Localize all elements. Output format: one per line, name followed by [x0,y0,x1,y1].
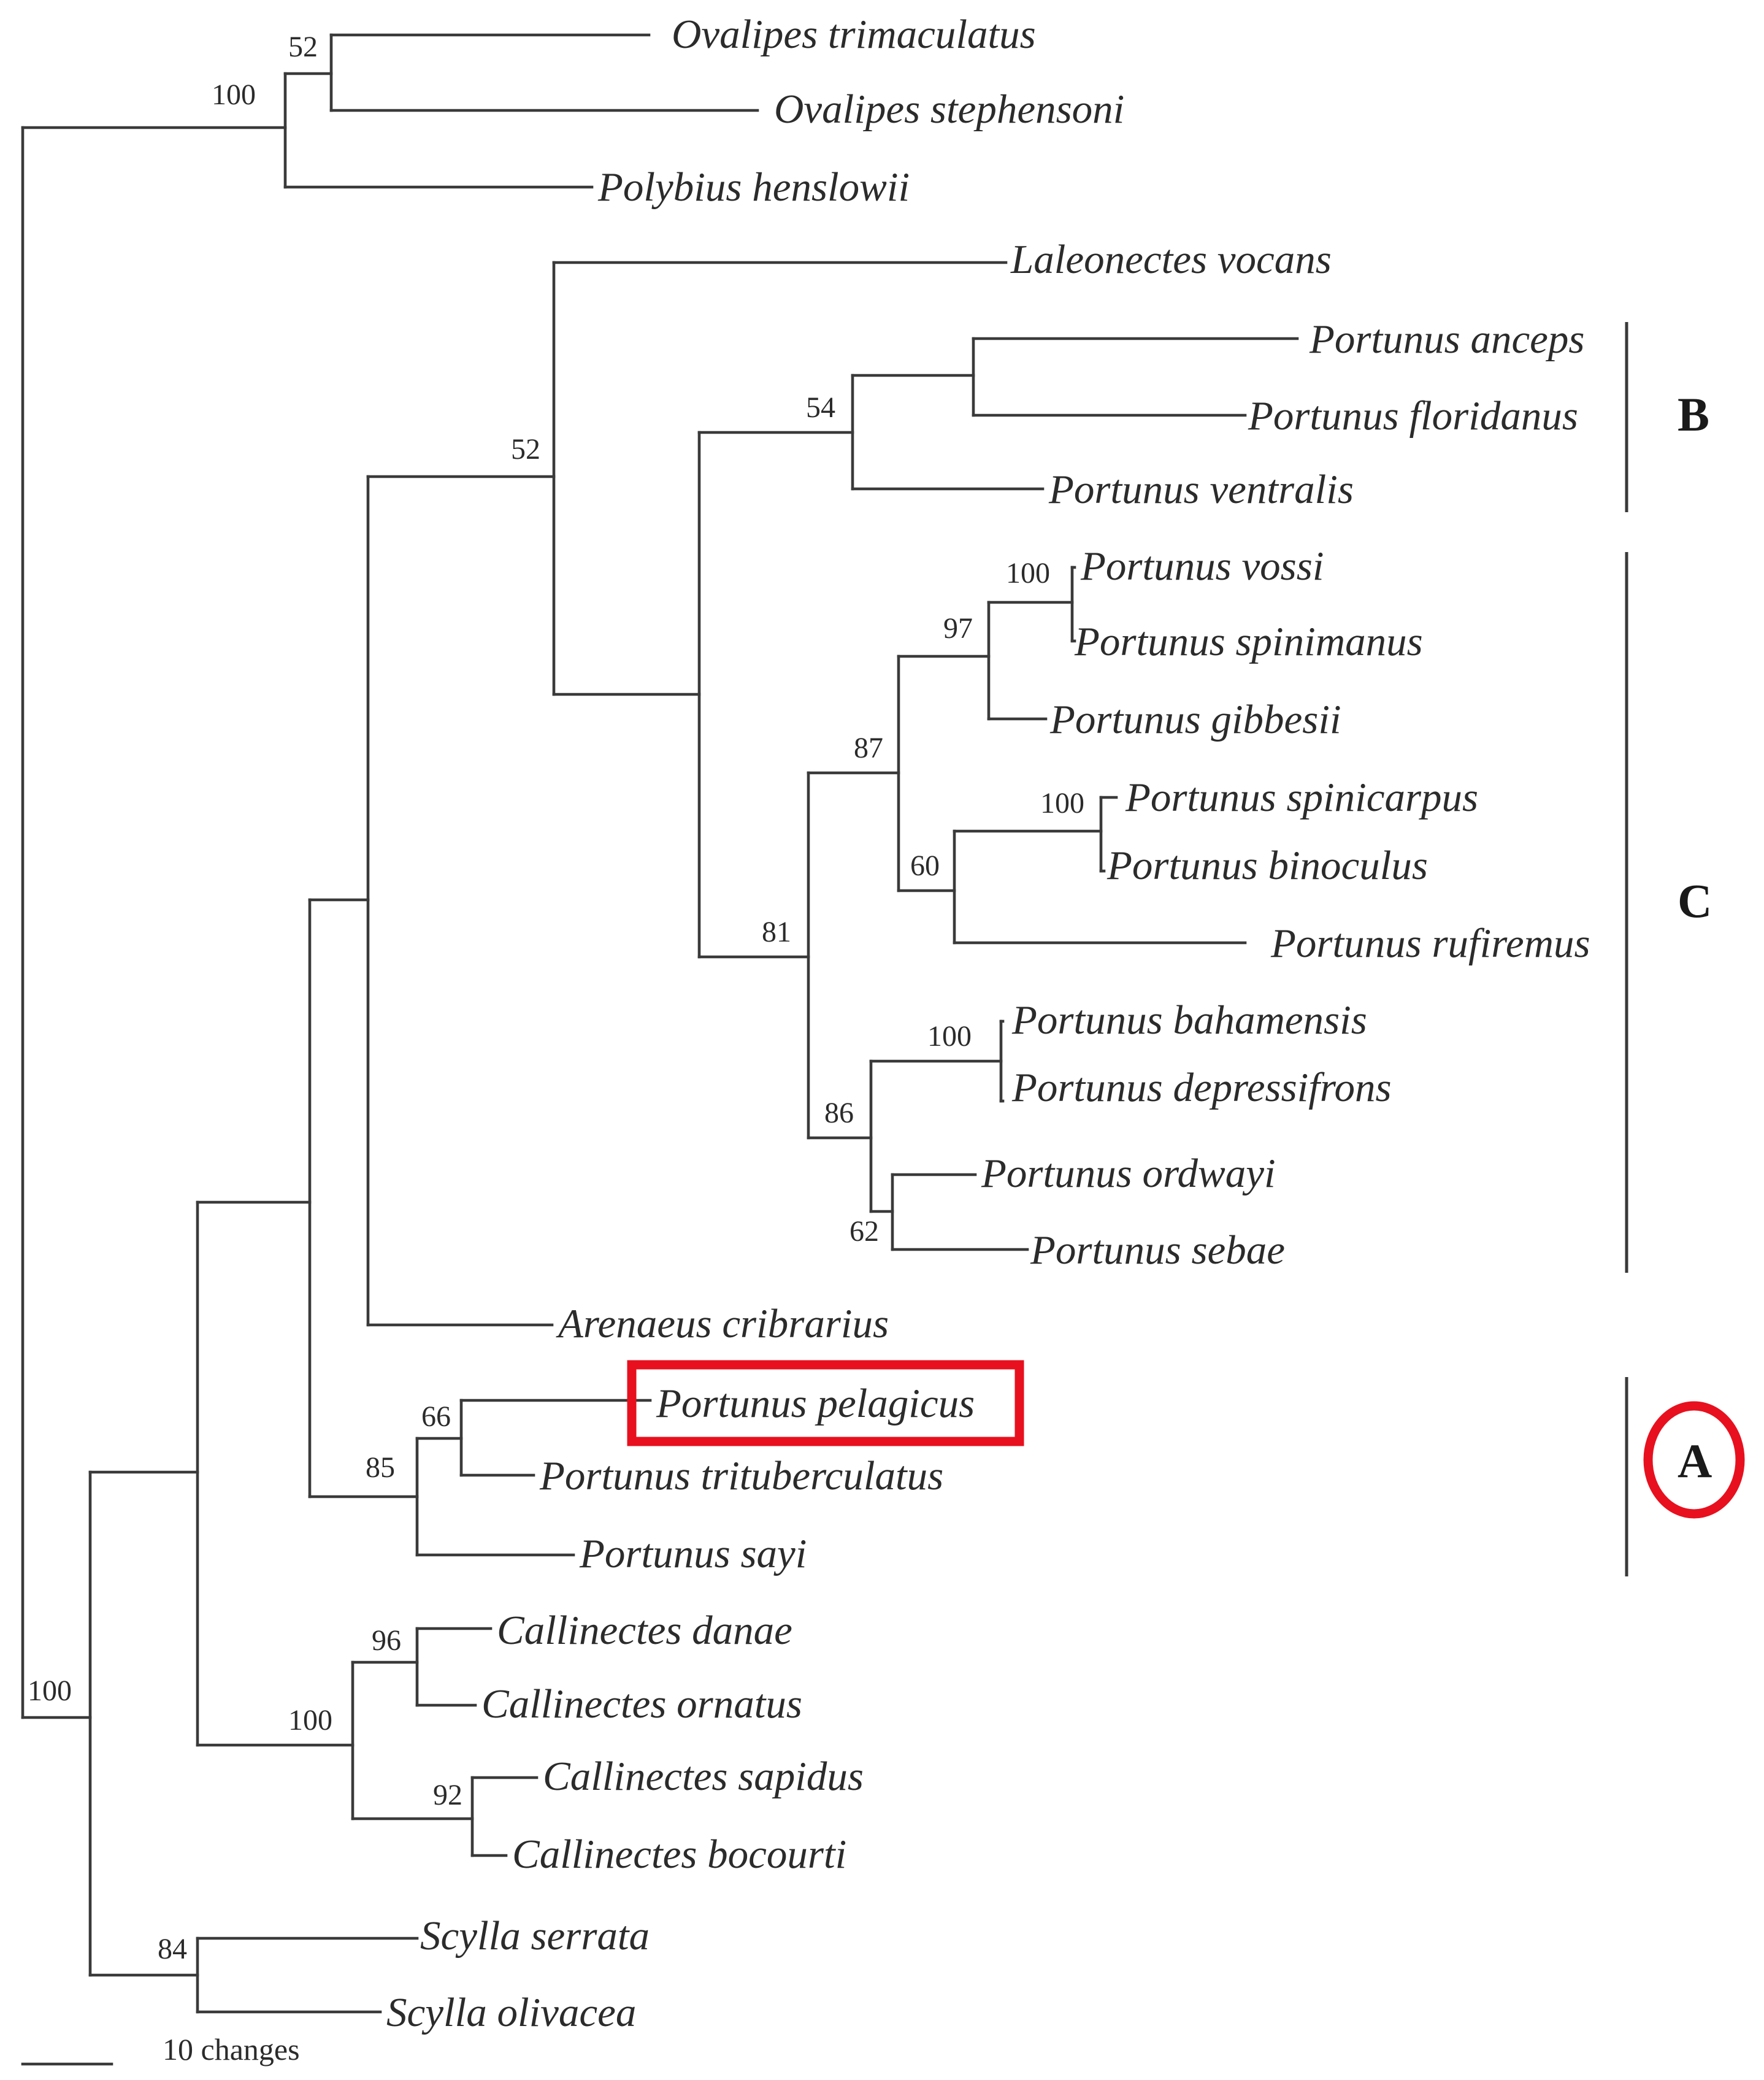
taxon-label: Portunus floridanus [1248,393,1578,439]
taxon-label: Portunus spinicarpus [1125,775,1478,820]
support-value: 92 [433,1779,462,1811]
taxon-label: Portunus pelagicus [656,1381,975,1426]
tree-branches [21,33,1299,2014]
highlight-circle [1643,1401,1745,1519]
taxon-label: Portunus vossi [1080,543,1324,589]
scale-bar-label: 10 changes [163,2032,300,2067]
support-value: 84 [158,1933,187,1965]
taxon-label: Laleonectes vocans [1010,237,1332,282]
taxon-label: Portunus binoculus [1106,843,1428,888]
taxon-label: Portunus sebae [1030,1227,1285,1273]
taxon-label: Callinectes ornatus [481,1681,802,1727]
support-value: 100 [212,79,256,111]
scale-bar: 10 changes [21,2032,300,2067]
support-value: 66 [421,1400,451,1433]
highlights [627,1360,1745,1519]
taxon-label: Portunus rufiremus [1270,921,1590,966]
support-value: 62 [849,1215,879,1248]
support-value: 100 [1040,787,1084,819]
taxon-label: Portunus bahamensis [1011,997,1367,1043]
support-value: 85 [366,1451,395,1484]
support-values: 52 100 52 54 100 97 87 100 60 81 100 86 … [28,31,1084,1965]
support-value: 52 [288,31,318,63]
support-value: 100 [28,1675,72,1707]
taxon-label: Scylla serrata [420,1913,650,1959]
support-value: 96 [372,1624,401,1657]
clade-c-label: C [1678,874,1712,927]
taxon-label: Polybius henslowii [597,164,910,210]
clade-a-label: A [1678,1434,1712,1487]
support-value: 81 [762,916,791,948]
support-value: 60 [910,850,940,882]
taxon-label: Scylla olivacea [386,1990,636,2035]
taxon-label: Ovalipes trimaculatus [672,12,1036,57]
taxon-label: Portunus ordwayi [981,1151,1276,1196]
taxon-label: Ovalipes stephensoni [774,86,1124,132]
taxon-label: Portunus trituberculatus [539,1453,943,1499]
support-value: 97 [943,612,973,645]
support-value: 86 [824,1097,854,1129]
taxon-label: Portunus depressifrons [1011,1065,1392,1110]
taxon-label: Callinectes danae [497,1608,792,1653]
taxon-label: Callinectes sapidus [543,1754,864,1799]
taxon-labels: Ovalipes trimaculatus Ovalipes stephenso… [386,12,1590,2035]
support-value: 54 [806,391,835,424]
support-value: 100 [927,1020,972,1053]
taxon-label: Portunus spinimanus [1074,619,1423,664]
support-value: 100 [1006,557,1050,589]
taxon-label: Portunus gibbesii [1049,697,1341,742]
support-value: 52 [511,433,540,466]
support-value: 87 [854,732,883,764]
taxon-label: Portunus sayi [579,1531,807,1576]
clade-brackets: B C A [1625,322,1712,1576]
highlight-box [627,1360,1024,1446]
support-value: 100 [288,1704,332,1737]
taxon-label: Portunus anceps [1309,317,1585,362]
taxon-label: Arenaeus cribrarius [556,1301,889,1346]
clade-b-label: B [1678,388,1709,441]
taxon-label: Portunus ventralis [1048,467,1354,512]
taxon-label: Callinectes bocourti [512,1832,846,1877]
